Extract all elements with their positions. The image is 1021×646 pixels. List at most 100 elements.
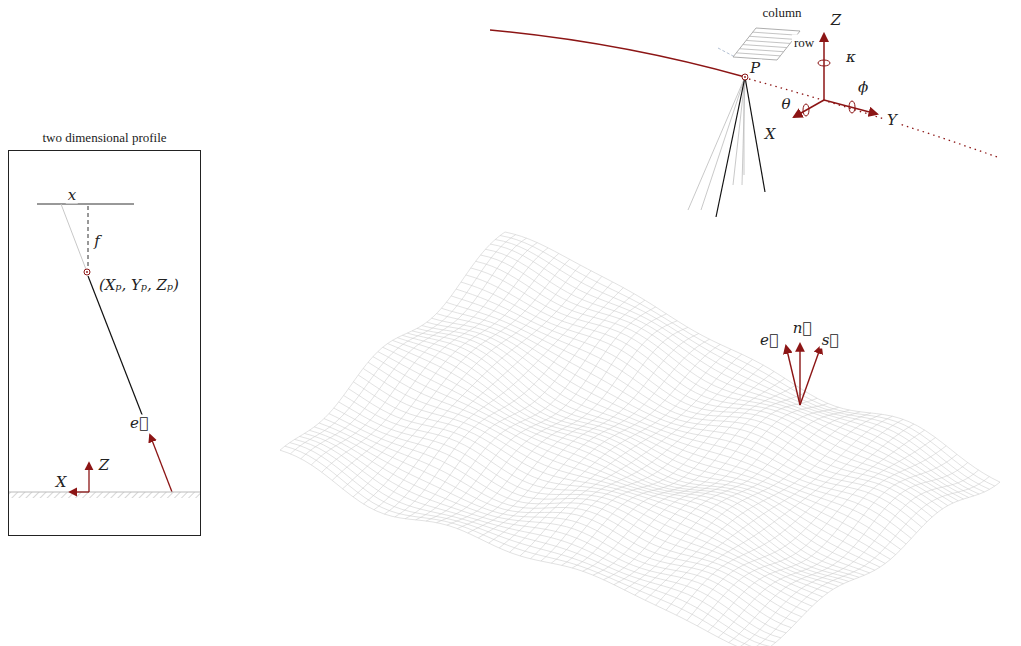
illustration-part [716,77,745,217]
mesh-line [324,419,807,612]
mesh-line [635,413,871,595]
mesh-line [373,357,859,578]
mesh-line [687,430,925,620]
mesh-line [309,430,791,627]
mesh-line [363,271,591,504]
mesh-line [446,302,937,512]
mesh-line [280,450,760,646]
illustration-part [794,100,824,117]
angle-label: ϕ [856,79,870,96]
sensor-row-line [740,49,784,52]
sensor-row-line [743,45,787,48]
mesh-line [489,344,721,543]
illustration-part [803,104,809,116]
mesh-line [329,414,812,607]
point-label: P [748,60,762,77]
mesh-line [530,365,763,559]
illustration-part [744,76,746,78]
vector-label: n⃗ [791,320,814,337]
illustration-part [718,48,735,57]
axis-label: x [66,187,78,204]
mesh-line [593,403,828,575]
sensor-row-line [753,32,797,35]
mesh-line [353,382,838,586]
sensor-illustration [490,28,1000,217]
mesh-line [485,249,979,494]
mesh-line [656,416,893,605]
profile-panel: two dimensional profile [8,150,201,536]
illustration-part [733,77,745,185]
illustration-part [86,271,88,273]
illustration-part [150,435,172,492]
mesh-line [572,392,806,568]
mesh-line [280,232,505,450]
mesh-line [358,375,843,584]
mesh-line [332,253,559,480]
illustration-part [744,80,745,175]
mesh-line [290,443,771,646]
illustration-part [849,101,855,113]
mesh-line [451,296,942,509]
mesh-line [666,419,903,610]
illustration-part [823,34,825,100]
mesh-line [697,438,935,626]
illustration-part [88,206,89,266]
mesh-line [304,433,786,632]
sensor-row-line [746,40,790,43]
axis-label: Z [829,12,843,29]
mesh-line [614,410,849,585]
mesh-line [750,477,990,646]
angle-label: θ [779,96,792,113]
mesh-line [583,398,817,571]
mesh-line [677,424,914,615]
mesh-line [760,482,1000,646]
mesh-line [495,240,989,490]
point-label: (Xₚ, Yₚ, Zₚ) [97,277,181,294]
mesh-line [500,236,995,487]
sensor-row-line [749,36,793,39]
sensor-row-line [736,53,780,56]
illustration-part [701,77,745,210]
mesh-line [384,282,612,514]
sensor-label: row [792,35,816,50]
mesh-line [708,446,946,632]
illustration-part [799,344,800,405]
angle-label: κ [844,49,858,66]
illustration-part [800,346,821,405]
illustration-part [786,346,800,405]
illustration-part [9,492,200,493]
vector-label: e⃗ [128,415,150,432]
axis-label: Y [885,112,899,129]
axis-label: Z [97,457,111,474]
illustration-part [736,32,796,56]
vector-label: e⃗ [758,332,780,349]
mesh-line [499,349,731,548]
mesh-line [417,328,906,544]
illustration-part [742,77,745,185]
illustration-part [61,204,87,272]
illustration-part [490,30,745,77]
axis-label: X [54,474,69,491]
mesh-line [393,340,881,567]
panel-heading: two dimensional profile [9,130,200,146]
illustration-part [37,204,134,205]
illustration-part [84,269,90,275]
mesh-line [343,259,570,488]
mesh-line [319,423,802,617]
mesh-line [339,402,823,597]
illustration-part [88,463,89,492]
illustration-part [818,60,830,66]
sensor-label: column [761,5,804,20]
mesh-line [478,339,709,538]
mesh-line [388,344,875,571]
focal-length-label: f [92,233,102,250]
illustration-part [70,491,89,492]
axis-label: X [763,126,778,143]
illustration-part [688,77,745,210]
illustration-part [749,79,1000,158]
mesh-line [645,414,881,600]
illustration-part [88,276,148,430]
mesh-line [476,261,969,497]
surface-vectors [786,344,821,405]
